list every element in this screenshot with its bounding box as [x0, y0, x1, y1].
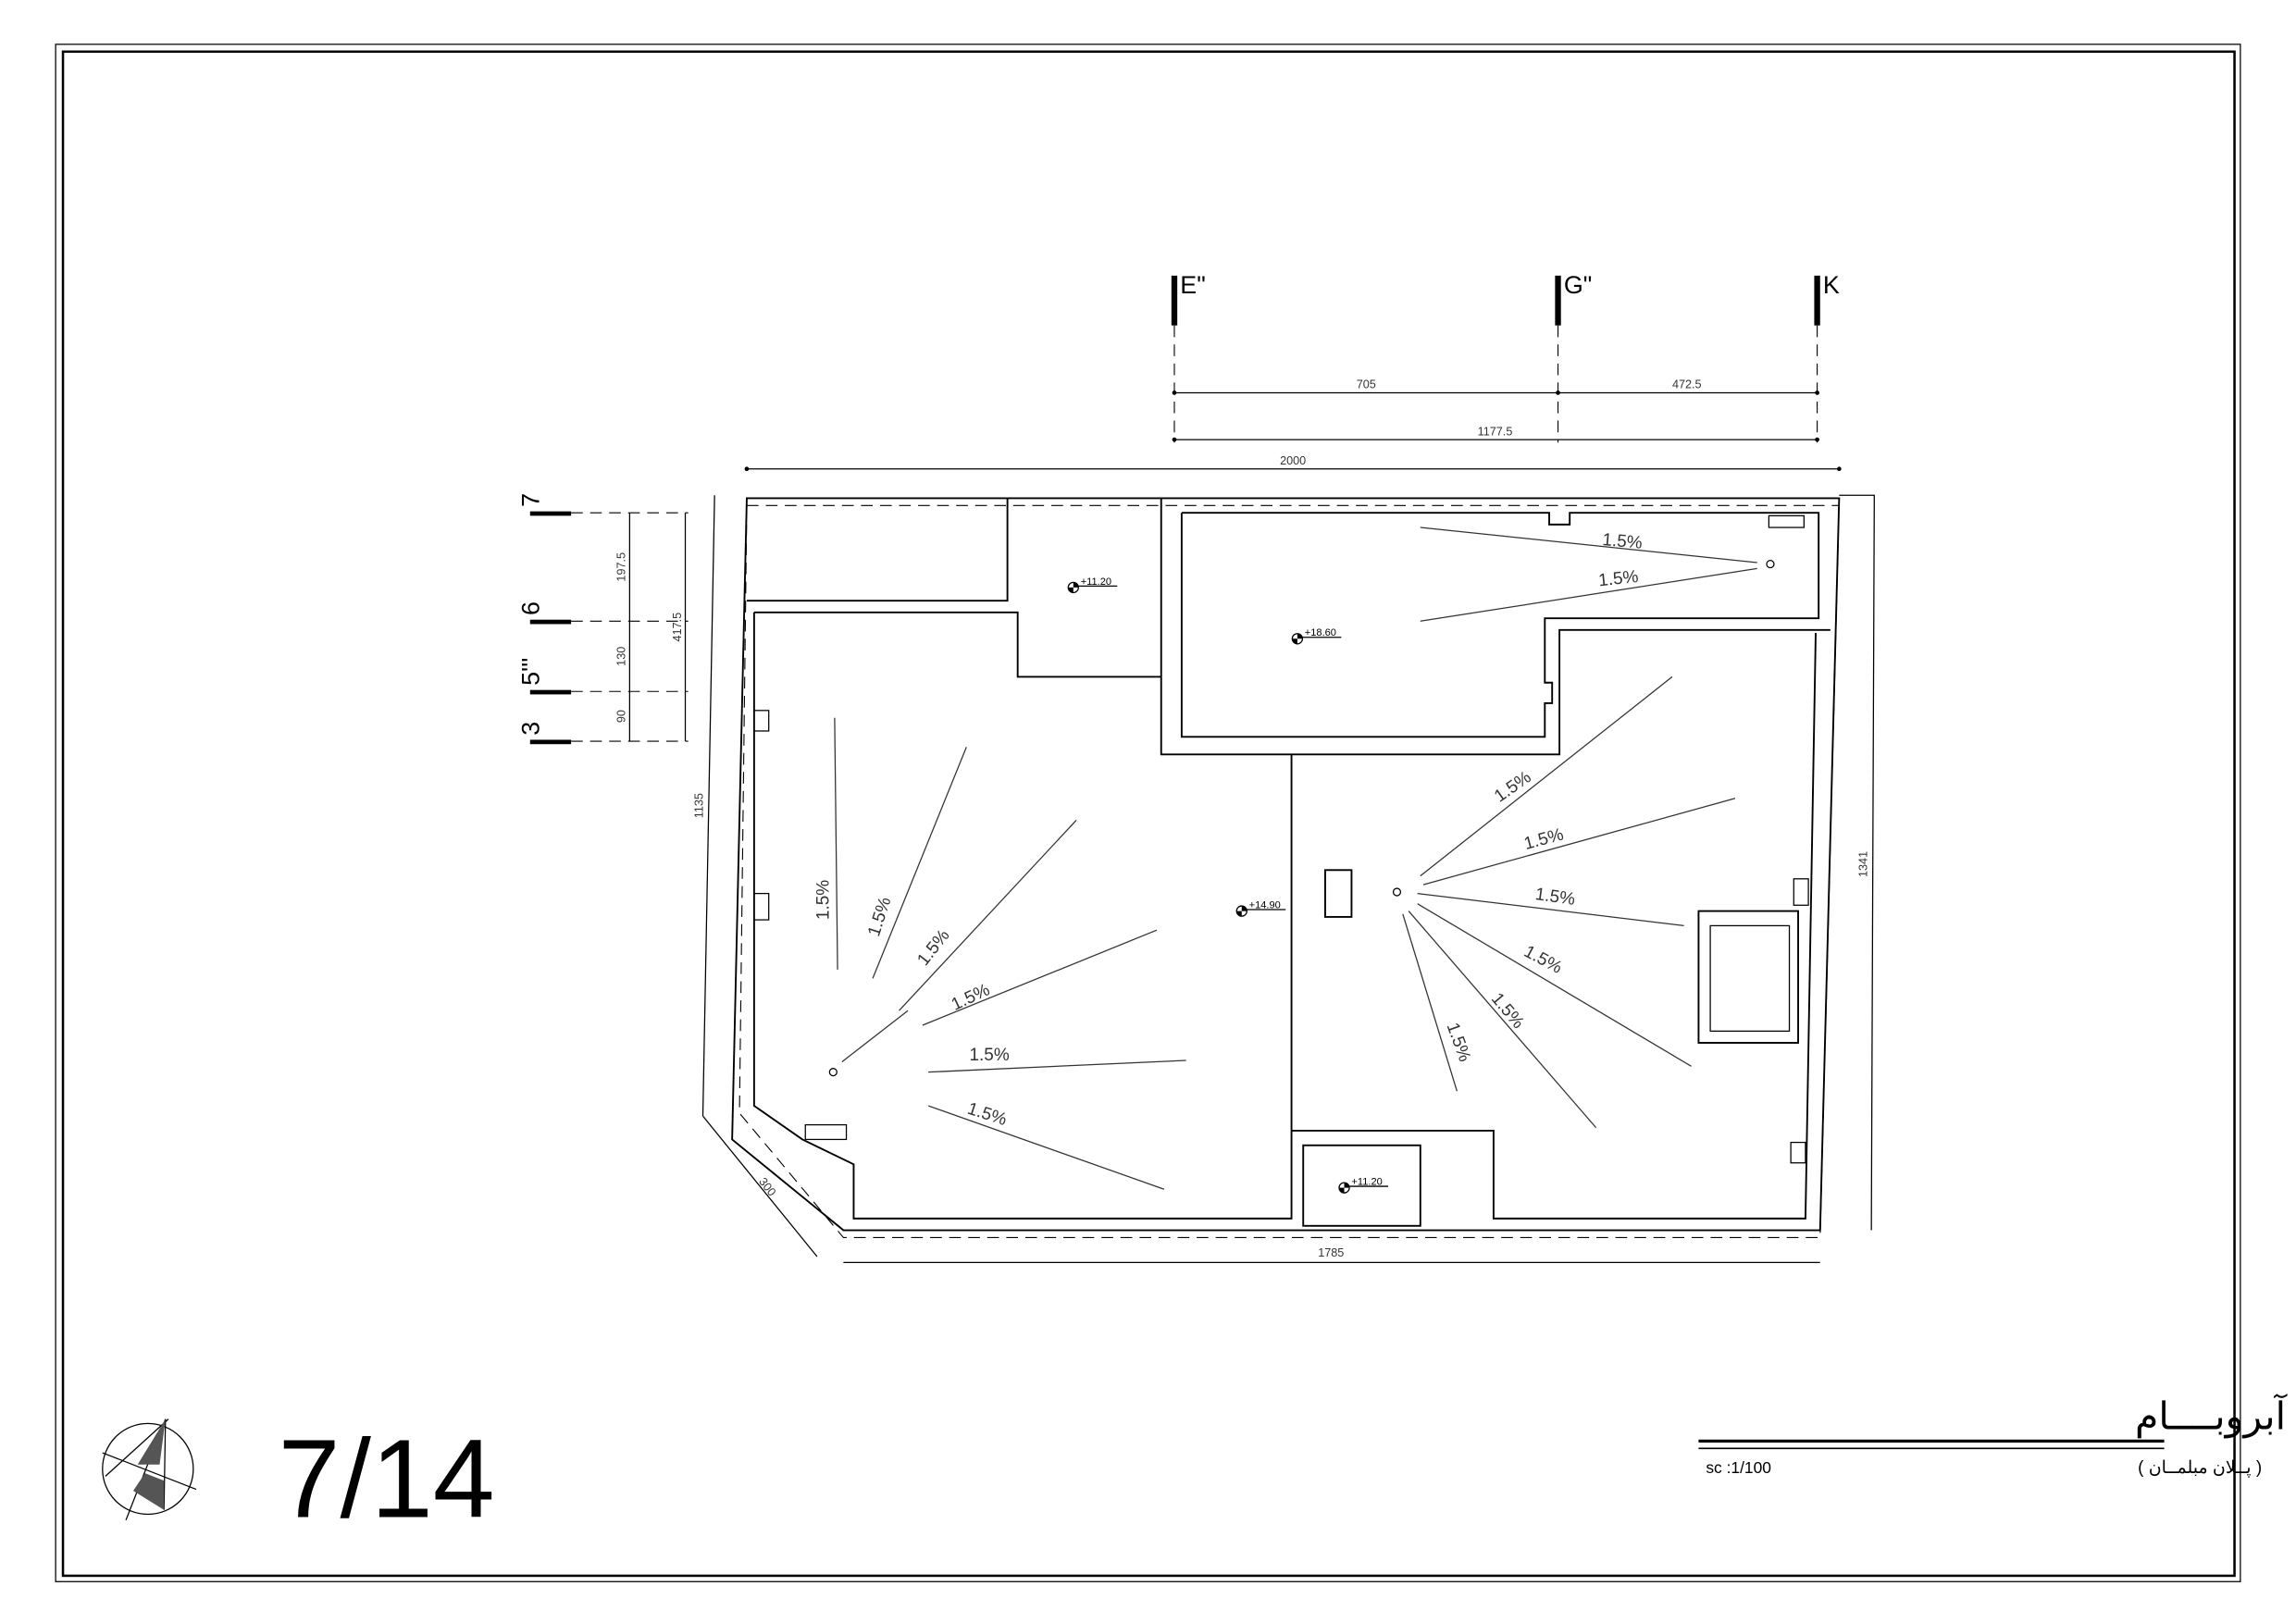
dim-e-k: 1177.5	[1478, 425, 1513, 438]
grid-label-g: G"	[1564, 271, 1592, 299]
roof-parapets	[746, 498, 1831, 1227]
dim-e-g: 705	[1357, 378, 1376, 391]
building-outline: 1785 300 1135 1341	[692, 494, 1875, 1263]
slope-label: 1.5%	[913, 926, 953, 970]
slope-label: 1.5%	[814, 880, 834, 920]
inner-border	[61, 50, 2236, 1578]
level-marker: +18.60	[1291, 627, 1342, 645]
grid-label-7: 7	[516, 493, 544, 507]
drawing-title: پــــلان آبروبــــام	[2135, 1394, 2296, 1440]
slope-label: 1.5%	[1491, 768, 1535, 807]
roof-drain	[828, 1068, 838, 1077]
roof-drain	[1392, 887, 1402, 897]
level-label: +11.20	[1351, 1176, 1382, 1187]
grid-axis-g: G"	[1555, 271, 1592, 443]
dim-7-6: 197.5	[615, 552, 628, 582]
dim-chamfer: 300	[756, 1175, 778, 1198]
slope-label: 1.5%	[1522, 824, 1566, 854]
dim-right: 1341	[1856, 851, 1869, 877]
level-label: +14.90	[1249, 899, 1281, 911]
slope-label: 1.5%	[1520, 942, 1565, 978]
north-arrow-icon	[102, 1419, 197, 1521]
slope-label: 1.5%	[965, 1099, 1010, 1130]
grid-label-6: 6	[516, 601, 544, 615]
dim-bottom: 1785	[1318, 1246, 1344, 1259]
drawing-subtitle: ( پــلان مبلمــان )	[2138, 1458, 2262, 1478]
dim-overall-top: 2000	[1280, 454, 1306, 467]
grid-label-5: 5'''	[516, 658, 544, 686]
dim-g-k: 472.5	[1672, 378, 1702, 391]
slope-label: 1.5%	[949, 980, 993, 1014]
level-marker: +11.20	[1338, 1176, 1388, 1194]
grid-label-k: K	[1823, 271, 1840, 299]
scale-label: sc :1/100	[1706, 1458, 1771, 1477]
roof-drain	[1766, 560, 1775, 569]
grid-axis-k: K	[1814, 271, 1840, 443]
grid-axis-e: E"	[1171, 271, 1206, 443]
slope-label: 1.5%	[1602, 530, 1644, 553]
left-axes: 7 6 5''' 3 197.5 130 90 417.5	[516, 493, 689, 745]
slope-labels: 1.5% 1.5% 1.5% 1.5% 1.5% 1.5% 1.5% 1.5% …	[814, 530, 1644, 1130]
top-dimensions: 705 472.5 1177.5 2000	[744, 378, 1842, 472]
dim-left: 1135	[692, 793, 705, 818]
slope-label: 1.5%	[969, 1046, 1009, 1065]
level-label: +11.20	[1081, 576, 1111, 588]
dim-6-5: 130	[615, 647, 628, 666]
level-marker: +14.90	[1235, 899, 1286, 917]
dim-5-3: 90	[615, 710, 628, 723]
level-marker: +11.20	[1067, 576, 1118, 594]
dim-7-3: 417.5	[671, 613, 684, 642]
outer-border	[55, 43, 2241, 1582]
slope-lines	[834, 527, 1757, 1190]
sheet-number: 7/14	[279, 1418, 495, 1542]
slope-label: 1.5%	[864, 895, 895, 939]
grid-label-3: 3	[516, 722, 544, 736]
slope-label: 1.5%	[1534, 885, 1577, 910]
slope-label: 1.5%	[1597, 567, 1639, 590]
grid-label-e: E"	[1180, 271, 1205, 299]
level-label: +18.60	[1305, 627, 1336, 638]
slope-label: 1.5%	[1487, 989, 1528, 1033]
